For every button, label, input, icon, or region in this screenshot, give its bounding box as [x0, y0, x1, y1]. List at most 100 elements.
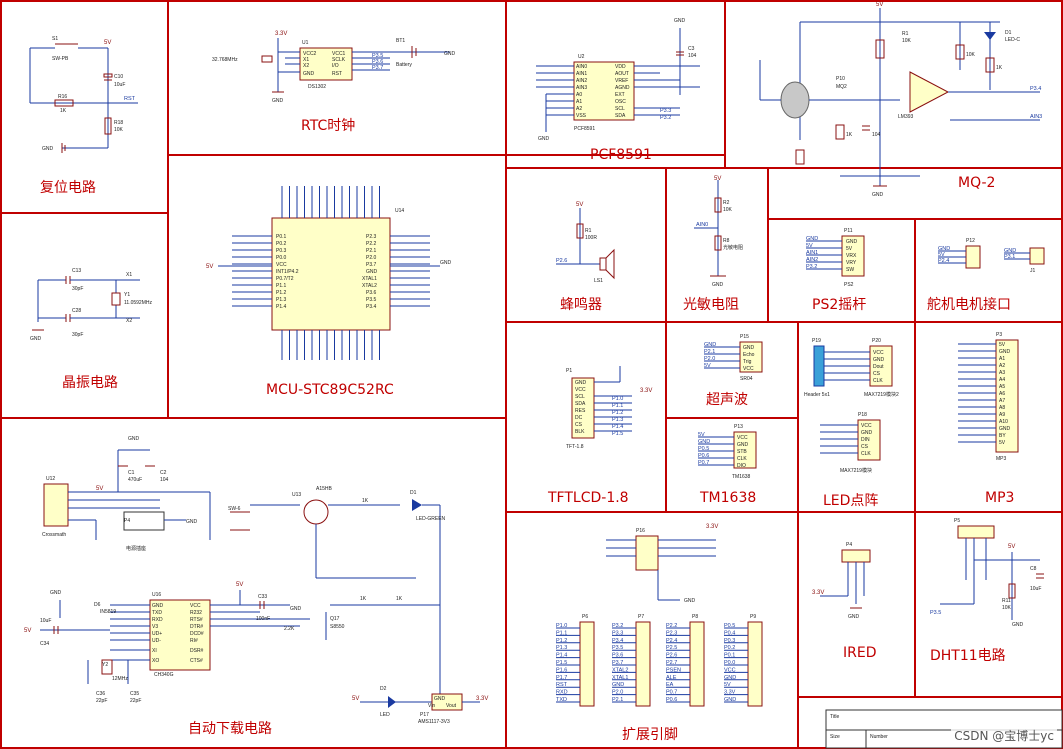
rtc-pin-3: X2: [303, 63, 309, 69]
tm1638-circuit: P13 VCC GND STB CLK DIO TM1638 5V GND P0…: [698, 424, 757, 480]
mp3-pin-6: A4: [999, 377, 1005, 383]
mq2-r-b: 1K: [996, 65, 1003, 71]
dl-3v3: 3.3V: [476, 696, 488, 702]
ps2-net-2: 5V: [806, 243, 813, 249]
ps2-pin-1: GND: [846, 239, 858, 245]
exp-net: P2.4: [666, 638, 677, 644]
dl-5v-2: 5V: [236, 582, 243, 588]
dl-reg-pin-3: Vout: [446, 703, 457, 709]
dl-u16-r2: R232: [190, 610, 202, 616]
dl-gnd-1: GND: [128, 436, 140, 442]
exp-header-p9: P9: [750, 614, 756, 620]
exp-net: GND: [612, 682, 624, 688]
mp3-pin-11: A9: [999, 412, 1005, 418]
crystal-x2: X2: [126, 318, 132, 324]
title-block-number: Number: [870, 734, 888, 740]
mcu-rpin-8: XTAL2: [362, 283, 377, 289]
tft-net-5: P1.4: [612, 424, 623, 430]
dl-p17-name: AMS1117-3V3: [418, 719, 450, 725]
led-p20-pin-2: GND: [873, 357, 885, 363]
exp-net: P2.0: [612, 690, 623, 696]
tft-pin-2: VCC: [575, 387, 586, 393]
reset-vcc: 5V: [104, 40, 111, 46]
dht-r: R11: [1002, 598, 1011, 604]
rtc-pin-4: GND: [303, 71, 315, 77]
rtc-net-1: P3.5: [372, 53, 383, 59]
rtc-battery: Battery: [396, 62, 412, 68]
pcf-lpin-4: AIN3: [576, 85, 587, 91]
ultra-pin-2: Echo: [743, 352, 755, 358]
dl-u16-l5: UD+: [152, 631, 162, 637]
label-mcu: MCU-STC89C52RC: [266, 382, 394, 398]
mq2-d1-name: LED-C: [1005, 37, 1020, 43]
mp3-pin-1: 5V: [999, 342, 1006, 348]
dl-u16-r3: RTS#: [190, 617, 203, 623]
ultra-net-4: 5V: [704, 363, 711, 369]
exp-net: P2.2: [666, 623, 677, 629]
ired-net: 3.3V: [812, 590, 824, 596]
crystal-y1: Y1: [124, 292, 130, 298]
mp3-circuit: P3 5V GND A1 A2 A3 A4 A5 A6 A7 A8 A9 A10…: [958, 332, 1019, 462]
rtc-vcc: 3.3V: [275, 31, 287, 37]
dl-y2-value: 12MHz: [112, 676, 128, 682]
exp-net: P0.0: [724, 660, 735, 666]
ultra-net-3: P2.0: [704, 356, 715, 362]
mq2-r1-value: 10K: [902, 38, 912, 44]
exp-gnd: GND: [684, 598, 696, 604]
exp-net: ALE: [666, 675, 677, 681]
pcf-u2: U2: [578, 54, 585, 60]
mp3-p: P3: [996, 332, 1002, 338]
tft-pin-8: BLK: [575, 429, 585, 435]
dl-u16-l4: V3: [152, 624, 158, 630]
exp-net: P0.2: [724, 645, 735, 651]
led-p18-pin-3: DIN: [861, 437, 870, 443]
tft-vcc: 3.3V: [640, 388, 652, 394]
photo-gnd: GND: [712, 282, 724, 288]
dl-gnd-2: GND: [186, 519, 198, 525]
tft-net-2: P1.1: [612, 403, 623, 409]
crystal-y1-value: 11.0592MHz: [124, 300, 152, 306]
mcu-rpin-10: P3.5: [366, 297, 377, 303]
dl-led1: D1: [410, 490, 417, 496]
crystal-c28: C28: [72, 308, 81, 314]
pcf-lpin-5: A0: [576, 92, 582, 98]
pcf-lpin-3: AIN2: [576, 78, 587, 84]
led-p20: P20: [872, 338, 881, 344]
reset-circuit: S1 SW-PB 5V C10 10uF R16 1K RST R18 10K …: [29, 36, 138, 153]
exp-net: P3.7: [612, 660, 623, 666]
dl-d-name: IN5819: [100, 609, 116, 615]
ired-gnd: GND: [848, 614, 860, 620]
mq2-p10-name: MQ2: [836, 84, 847, 90]
mq2-vcc: 5V: [876, 2, 883, 8]
dl-r-b: 1K: [396, 596, 403, 602]
mcu-circuit: U14 5V GND P0.1 P0.2 P0.3 P0.0 VCC INT1/…: [206, 186, 452, 360]
dht11-circuit: P5 5V R11 10K C8 10uF P3.5 GND: [930, 518, 1044, 628]
mq2-out-net: P3.4: [1030, 86, 1041, 92]
crystal-c13: C13: [72, 268, 81, 274]
ps2-pin-3: VRX: [846, 253, 857, 259]
dht-gnd: GND: [1012, 622, 1024, 628]
mcu-rpin-9: P3.6: [366, 290, 377, 296]
reset-r18-label: R18: [114, 120, 123, 126]
mp3-pin-10: A8: [999, 405, 1005, 411]
pcf-chip-name: PCF8591: [574, 126, 595, 132]
mcu-lpin-1: P0.1: [276, 234, 287, 240]
ps2-circuit: P11 GND 5V VRX VRY SW PS2 GND 5V AIN1 AI…: [806, 228, 865, 288]
rtc-pin-5: RST: [332, 71, 342, 77]
reset-r18-value: 10K: [114, 127, 124, 133]
mcu-rpin-11: P3.4: [366, 304, 377, 310]
dl-led2-name: LED: [380, 712, 390, 718]
tm-net-3: P0.5: [698, 446, 709, 452]
reset-s1-name: SW-PB: [52, 56, 69, 62]
pcf-lpin-6: A1: [576, 99, 582, 105]
pcf-c3: C3: [688, 46, 695, 52]
led-p20-pin-5: CLK: [873, 378, 883, 384]
buzzer-net: P2.6: [556, 258, 567, 264]
dl-p4: P4: [124, 518, 130, 524]
ps2-pin-2: 5V: [846, 246, 853, 252]
ired-p: P4: [846, 542, 852, 548]
rtc-xtal: 32.768MHz: [212, 57, 238, 63]
rtc-net-3: P3.7: [372, 65, 383, 71]
reset-c10-label: C10: [114, 74, 123, 80]
